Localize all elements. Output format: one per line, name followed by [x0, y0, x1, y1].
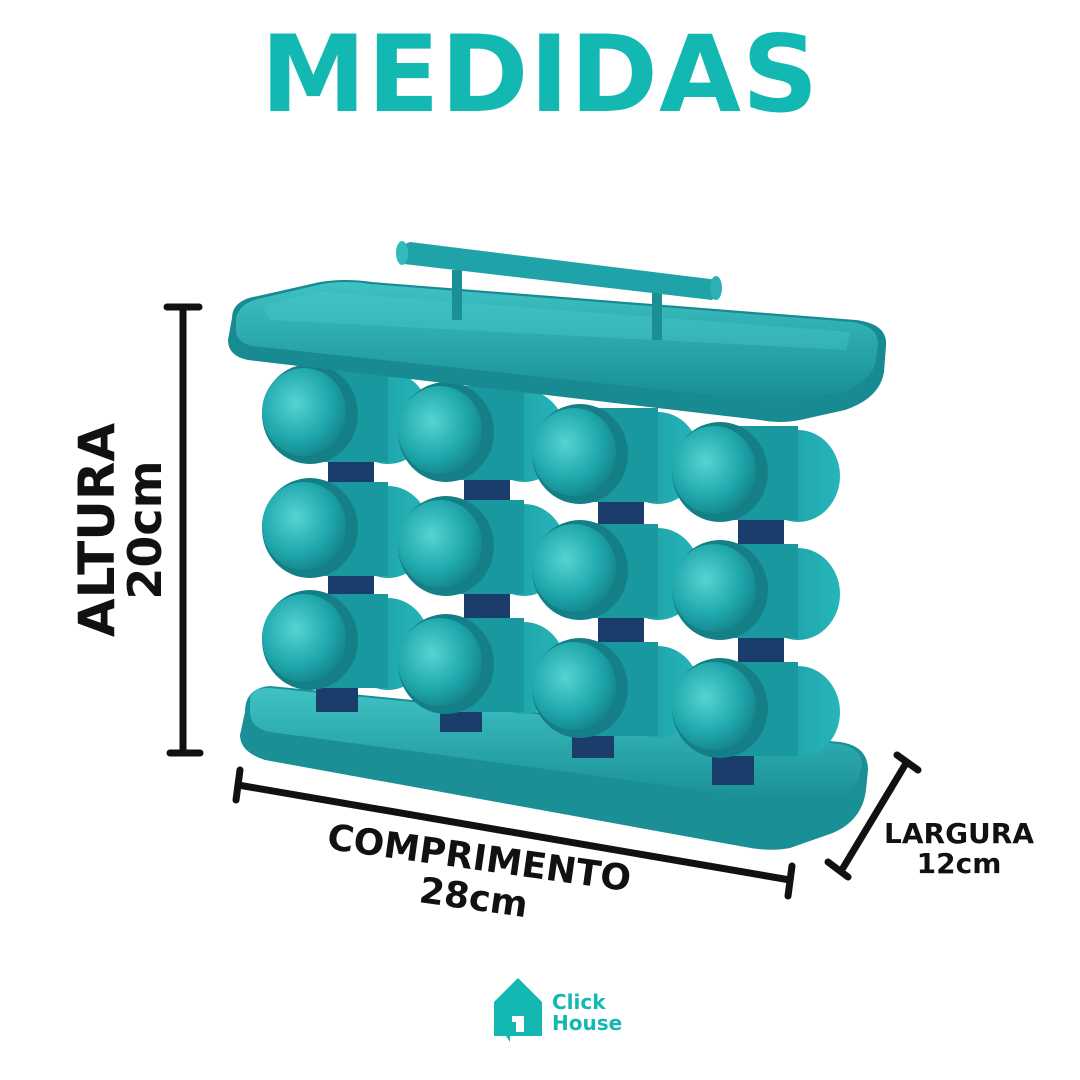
brand-logo: Click House: [488, 972, 638, 1046]
house-icon: [494, 978, 542, 1042]
spice-jar: [672, 540, 840, 640]
spice-jar: [672, 422, 840, 522]
spice-jar: [262, 364, 430, 464]
rack-base: [240, 686, 868, 850]
width-value: 12cm: [916, 847, 1002, 880]
spice-jar: [398, 496, 566, 596]
width-label: LARGURA: [884, 817, 1035, 850]
height-value: 20cm: [118, 460, 172, 600]
spice-jar: [672, 658, 840, 758]
width-dimension-line: [824, 751, 922, 881]
length-dimension-line: [232, 766, 796, 900]
logo-text-line2: House: [552, 1011, 623, 1035]
height-label-group: ALTURA 20cm: [60, 420, 180, 640]
spice-jars: [262, 364, 840, 758]
logo-text-line1: Click: [552, 990, 606, 1014]
rack-handle: [396, 241, 722, 340]
height-dimension-line: [163, 303, 204, 757]
spice-jar: [532, 638, 700, 738]
height-label: ALTURA: [68, 422, 126, 638]
page-title: MEDIDAS: [260, 13, 820, 136]
spice-jar: [532, 404, 700, 504]
spice-jar: [398, 614, 566, 714]
spice-jar: [532, 520, 700, 620]
spice-jar: [398, 382, 566, 482]
rack-top: [228, 280, 887, 422]
width-label-group: LARGURA 12cm: [884, 820, 1034, 878]
